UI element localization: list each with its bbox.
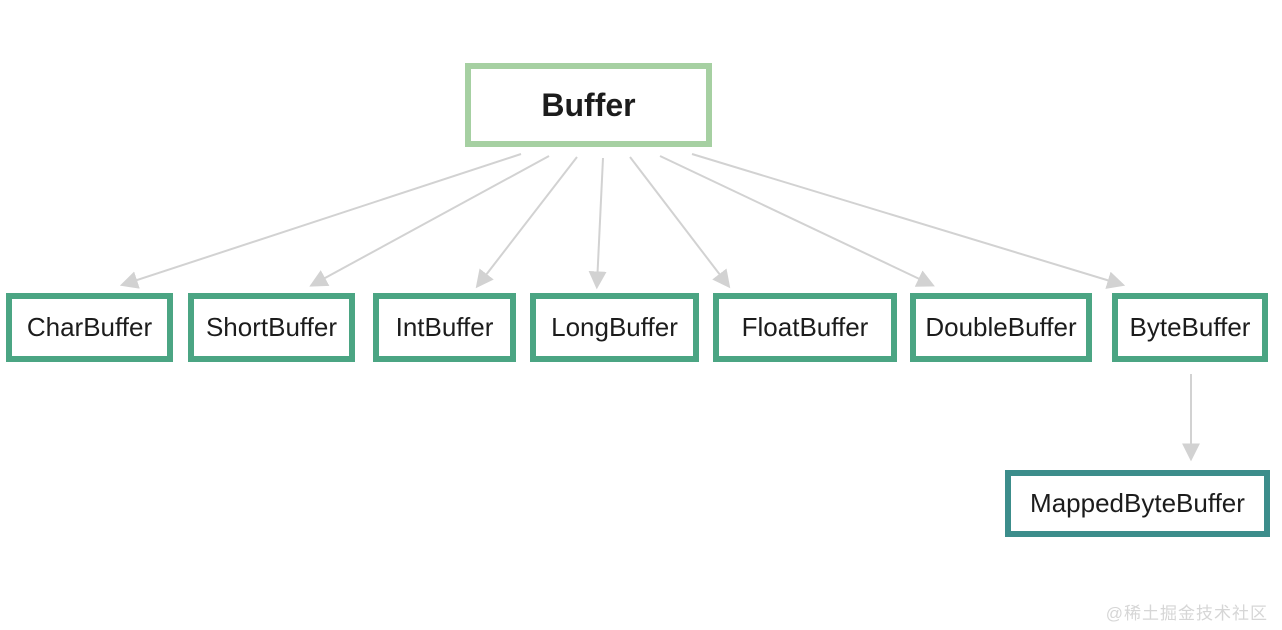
node-mappedbytebuffer: MappedByteBuffer	[1005, 470, 1270, 537]
watermark: @稀土掘金技术社区	[1105, 604, 1268, 623]
node-longbuffer: LongBuffer	[530, 293, 699, 362]
node-charbuffer-label: CharBuffer	[26, 312, 153, 342]
node-doublebuffer: DoubleBuffer	[910, 293, 1092, 362]
node-buffer: Buffer	[465, 63, 712, 147]
node-shortbuffer: ShortBuffer	[188, 293, 355, 362]
arrow-buffer-to-intbuffer	[475, 156, 578, 289]
node-doublebuffer-label: DoubleBuffer	[925, 312, 1077, 342]
node-buffer-label: Buffer	[541, 86, 636, 123]
node-longbuffer-label: LongBuffer	[551, 312, 678, 342]
node-intbuffer: IntBuffer	[373, 293, 516, 362]
node-charbuffer: CharBuffer	[6, 293, 173, 362]
arrow-buffer-to-bytebuffer	[691, 153, 1126, 289]
arrow-buffer-to-shortbuffer	[309, 155, 550, 287]
node-mappedbytebuffer-label: MappedByteBuffer	[1030, 488, 1245, 518]
node-bytebuffer-label: ByteBuffer	[1129, 312, 1251, 342]
node-intbuffer-label: IntBuffer	[395, 312, 494, 342]
node-floatbuffer: FloatBuffer	[713, 293, 897, 362]
node-floatbuffer-label: FloatBuffer	[741, 312, 869, 342]
arrow-buffer-to-charbuffer	[119, 153, 522, 289]
node-shortbuffer-label: ShortBuffer	[205, 312, 338, 342]
arrow-buffer-to-floatbuffer	[629, 156, 731, 289]
arrow-buffer-to-longbuffer	[588, 157, 607, 290]
arrow-buffer-to-doublebuffer	[659, 155, 935, 287]
node-bytebuffer: ByteBuffer	[1112, 293, 1268, 362]
